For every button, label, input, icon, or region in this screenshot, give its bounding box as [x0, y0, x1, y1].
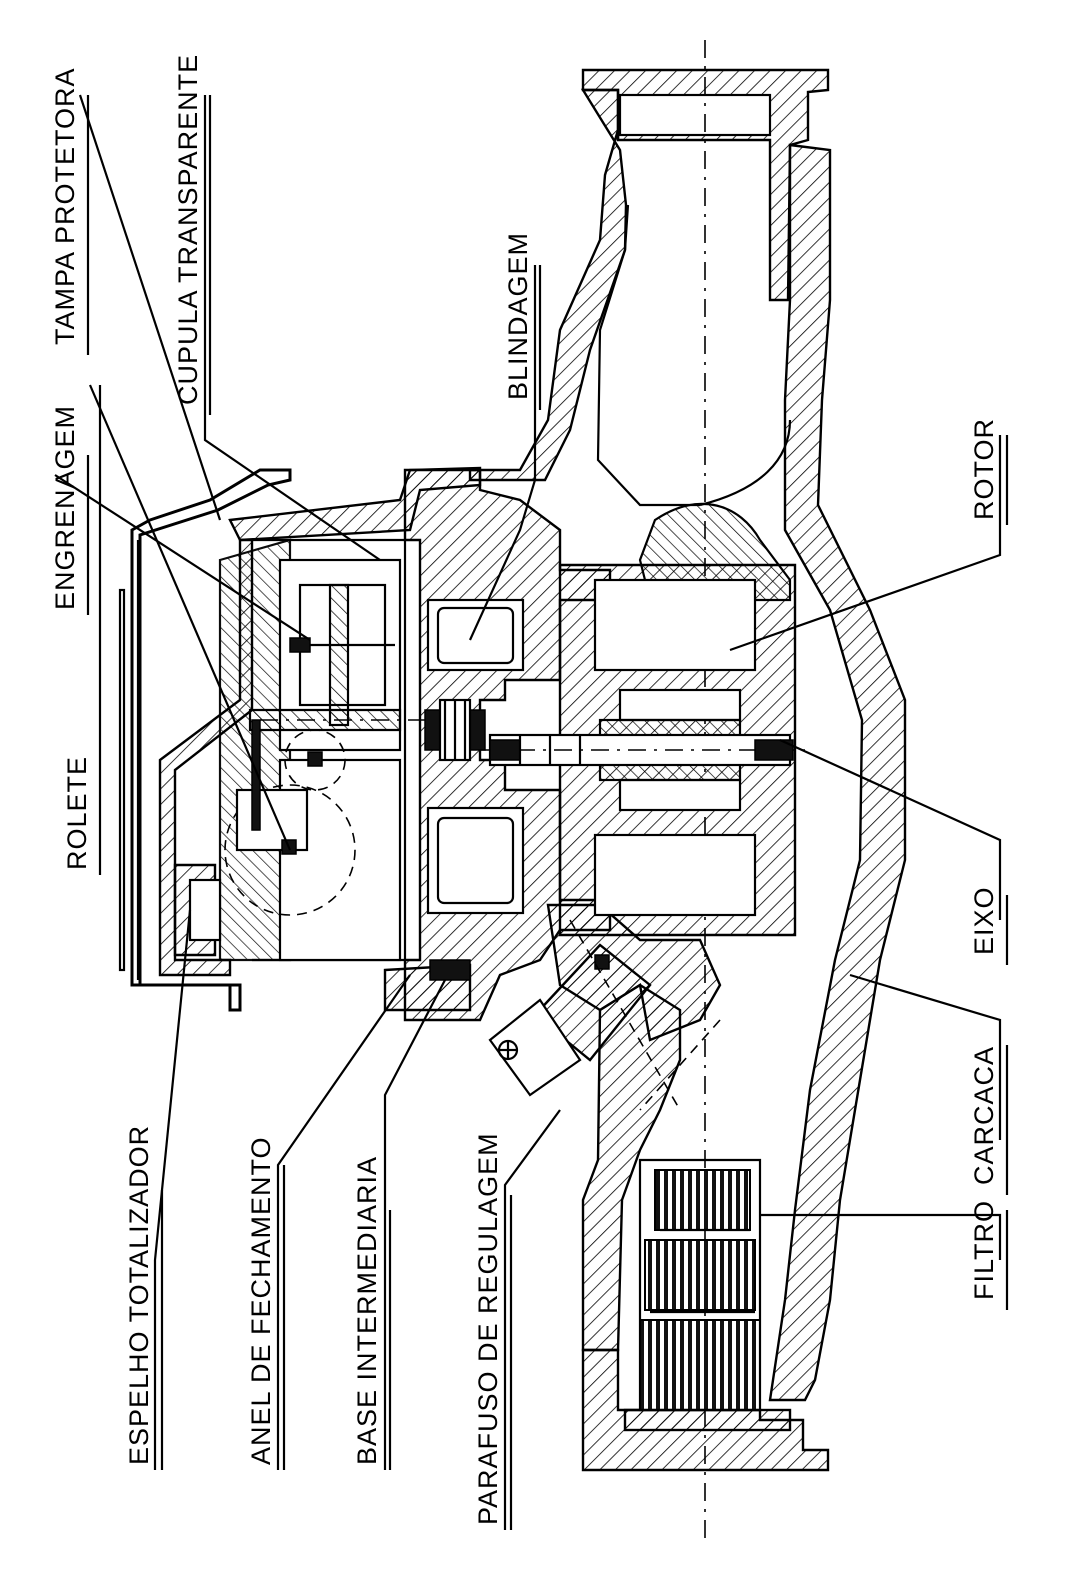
central-hub: [424, 698, 486, 762]
label-rotor: ROTOR: [969, 418, 999, 520]
roller-counter: [224, 729, 356, 916]
register-head: [118, 466, 482, 1012]
label-eixo: EIXO: [969, 886, 999, 955]
label-tampa-protetora: TAMPA PROTETORA: [50, 67, 80, 345]
regulating-screw: [488, 919, 721, 1111]
label-parafuso-de-regulagem: PARAFUSO DE REGULAGEM: [473, 1132, 503, 1525]
label-cupula-transparente: CUPULA TRANSPARENTE: [173, 54, 203, 405]
rotor-assembly: [480, 563, 810, 937]
gear-train: [289, 583, 395, 727]
strainer-filter: [623, 1169, 792, 1432]
leader-lines: [54, 94, 1002, 1530]
label-base-intermediaria: BASE INTERMEDIARIA: [352, 1156, 382, 1465]
label-blindagem: BLINDAGEM: [503, 232, 533, 400]
part-labels: TAMPA PROTETORA CUPULA TRANSPARENTE ENGR…: [50, 54, 999, 1525]
label-filtro: FILTRO: [969, 1200, 999, 1300]
label-carcaca: CARCACA: [969, 1046, 999, 1185]
label-rolete: ROLETE: [62, 756, 92, 870]
label-engrenagem: ENGRENAGEM: [50, 405, 80, 610]
label-anel-de-fechamento: ANEL DE FECHAMENTO: [246, 1136, 276, 1465]
intermediate-base: [383, 468, 612, 1022]
label-espelho-totalizador: ESPELHO TOTALIZADOR: [124, 1125, 154, 1465]
label-underlines: [86, 95, 1009, 1530]
